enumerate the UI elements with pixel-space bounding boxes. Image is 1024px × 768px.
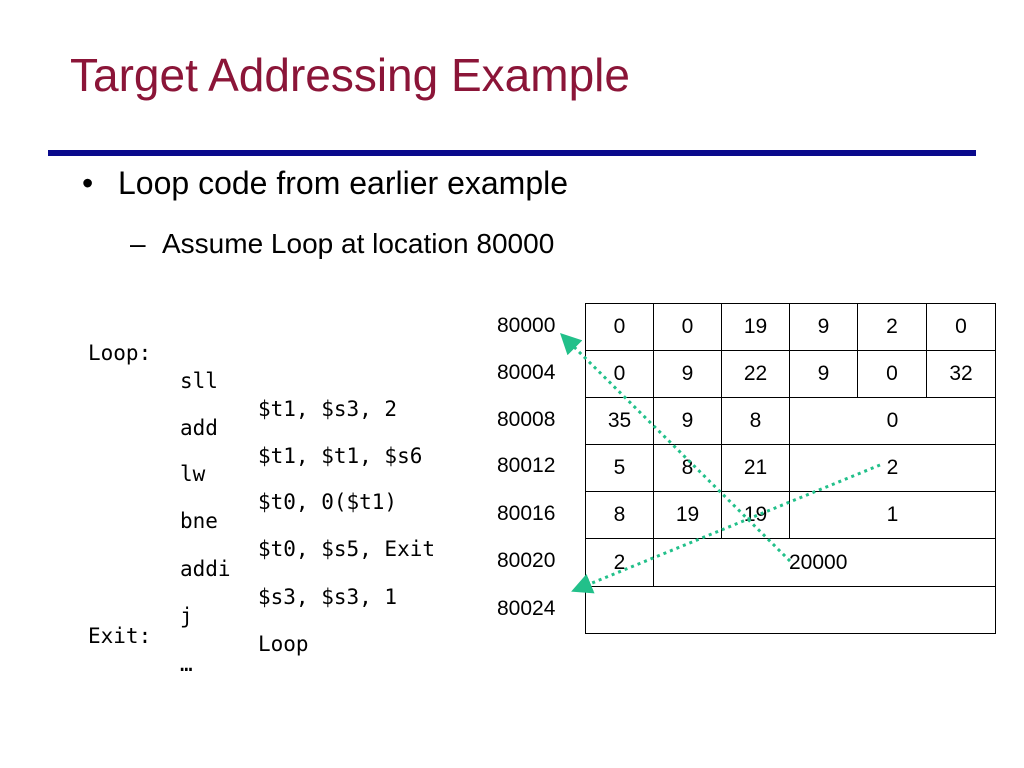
code-opcode: sll — [180, 369, 218, 393]
sub-bullet-point: –Assume Loop at location 80000 — [130, 228, 555, 260]
instruction-field: 8 — [653, 444, 722, 492]
immediate-field: 0 — [789, 397, 996, 445]
instruction-field: 5 — [585, 444, 654, 492]
instruction-field: 0 — [857, 350, 927, 398]
instruction-field: 21 — [721, 444, 790, 492]
sub-bullet-text: Assume Loop at location 80000 — [162, 228, 555, 259]
memory-address: 80020 — [497, 549, 556, 572]
instruction-field: 0 — [926, 303, 996, 351]
code-opcode: lw — [180, 462, 206, 486]
instruction-field: 9 — [789, 303, 858, 351]
memory-address: 80016 — [497, 502, 556, 525]
instruction-field: 9 — [653, 397, 722, 445]
instruction-field: 32 — [926, 350, 996, 398]
code-opcode: addi — [180, 557, 231, 581]
instruction-field: 19 — [721, 491, 790, 539]
instruction-field: 8 — [721, 397, 790, 445]
code-line: addi $s3, $s3, 1 — [0, 499, 480, 609]
code-line: Loop: sll $t1, $s3, 2 — [0, 311, 480, 421]
memory-address: 80024 — [497, 597, 556, 620]
instruction-field: 19 — [653, 491, 722, 539]
slide-title: Target Addressing Example — [70, 49, 630, 101]
code-operands: Loop — [258, 632, 309, 656]
sub-bullet-marker: – — [130, 228, 146, 259]
instruction-field: 9 — [653, 350, 722, 398]
jump-target-field: 20000 — [653, 538, 996, 587]
code-opcode: add — [180, 416, 218, 440]
instruction-field: 2 — [585, 538, 654, 587]
code-line: Exit: … — [0, 594, 480, 676]
instruction-field: 0 — [653, 303, 722, 351]
immediate-field: 1 — [789, 491, 996, 539]
code-line: lw $t0, 0($t1) — [0, 404, 480, 514]
title-divider — [48, 150, 976, 156]
empty-word — [585, 586, 996, 634]
code-operands: $s3, $s3, 1 — [258, 585, 398, 609]
instruction-field: 22 — [721, 350, 790, 398]
instruction-field: 8 — [585, 491, 654, 539]
instruction-field: 0 — [585, 350, 654, 398]
code-opcode: bne — [180, 509, 218, 533]
instruction-field: 35 — [585, 397, 654, 445]
code-label: Loop: — [88, 341, 152, 365]
memory-address: 80004 — [497, 361, 556, 384]
instruction-field: 19 — [721, 303, 790, 351]
code-operands: $t0, $s5, Exit — [258, 537, 436, 561]
machine-code-grid: 0 0 19 9 2 0 0 9 22 9 0 32 35 9 8 0 5 8 … — [585, 303, 996, 634]
memory-address: 80008 — [497, 408, 556, 431]
code-opcode: … — [180, 652, 193, 676]
code-line: add $t1, $t1, $s6 — [0, 358, 480, 468]
code-line: j Loop — [0, 546, 480, 656]
memory-address: 80012 — [497, 454, 556, 477]
code-label: Exit: — [88, 624, 152, 648]
code-operands: $t0, 0($t1) — [258, 490, 398, 514]
memory-address: 80000 — [497, 314, 556, 337]
code-operands: $t1, $s3, 2 — [258, 397, 398, 421]
bullet-text: Loop code from earlier example — [118, 165, 569, 201]
bullet-marker: • — [82, 165, 94, 201]
branch-offset-field: 2 — [789, 444, 996, 492]
bullet-point: • Loop code from earlier example — [82, 165, 569, 201]
code-line: bne $t0, $s5, Exit — [0, 451, 480, 561]
instruction-field: 9 — [789, 350, 858, 398]
instruction-field: 2 — [857, 303, 927, 351]
code-operands: $t1, $t1, $s6 — [258, 444, 423, 468]
code-opcode: j — [180, 604, 193, 628]
instruction-field: 0 — [585, 303, 654, 351]
